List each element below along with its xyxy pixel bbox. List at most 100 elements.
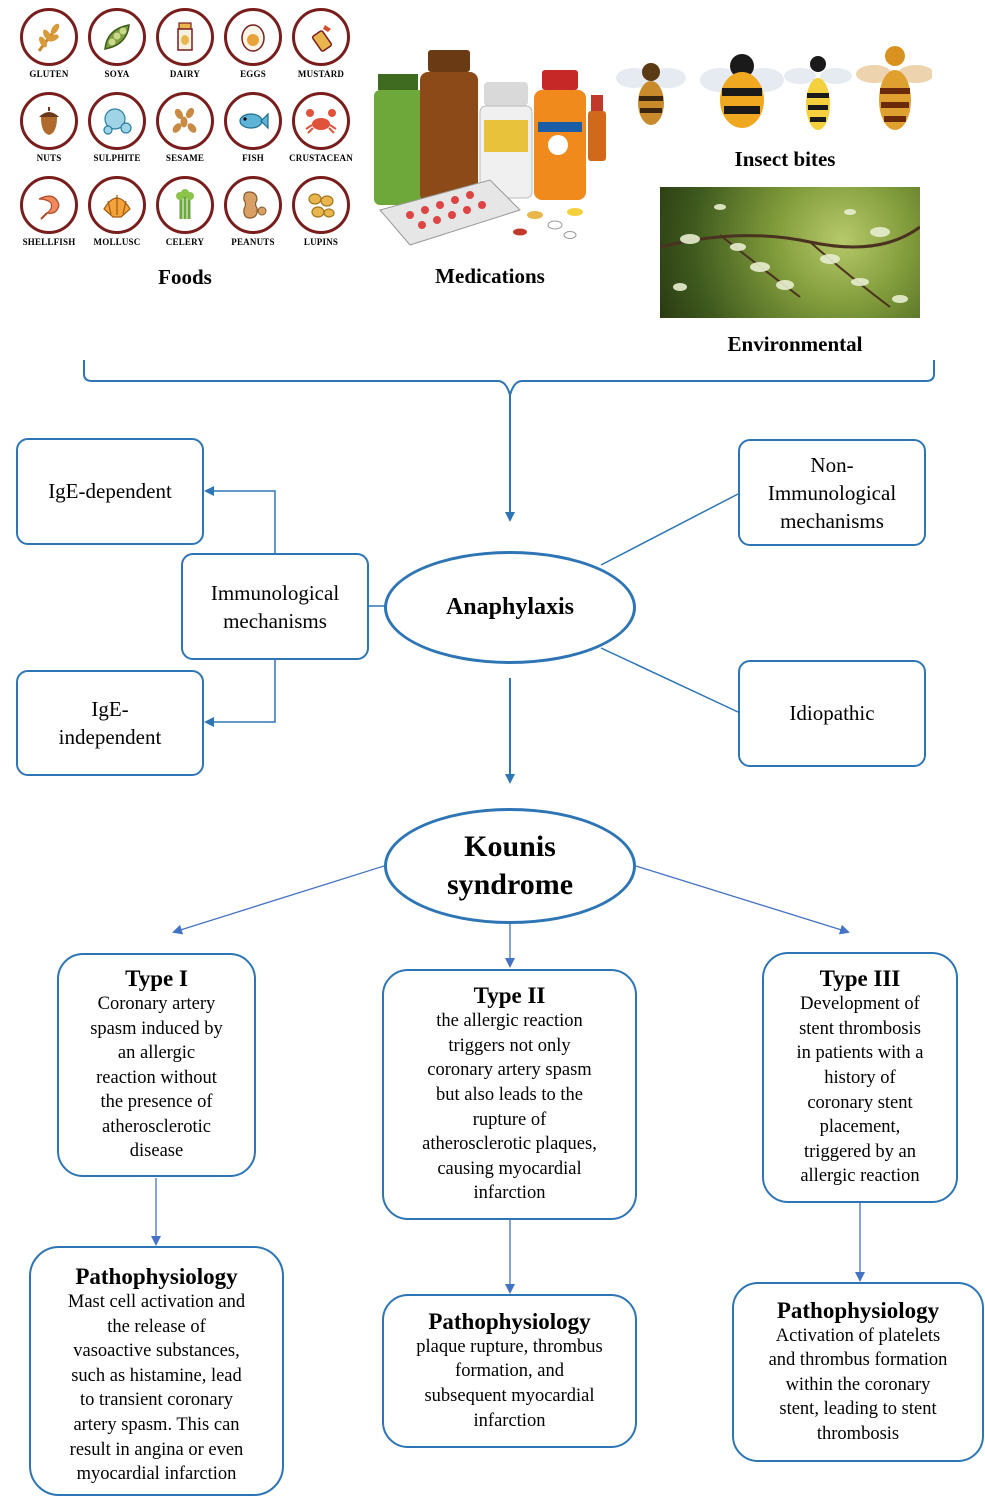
type-2-line: atherosclerotic plaques, bbox=[422, 1134, 597, 1155]
type-1-line: the presence of bbox=[100, 1092, 213, 1113]
non-immunological-box: Non- Immunological mechanisms bbox=[738, 439, 926, 546]
type-1-box: Type I Coronary artery spasm induced by … bbox=[57, 953, 256, 1177]
ige-independent-line-2: independent bbox=[58, 725, 162, 749]
food-label: PEANUTS bbox=[231, 237, 275, 247]
medications-illustration bbox=[370, 40, 610, 255]
pathophysiology-2-line: formation, and bbox=[455, 1361, 564, 1382]
sulphite-molecule-icon bbox=[88, 92, 146, 150]
insects-illustration bbox=[612, 38, 934, 143]
type-3-title: Type III bbox=[819, 966, 901, 992]
anaphylaxis-oval: Anaphylaxis bbox=[384, 551, 636, 664]
food-item-fish: FISH bbox=[220, 92, 286, 163]
pathophysiology-2-line: subsequent myocardial bbox=[424, 1386, 595, 1406]
food-label: SHELLFISH bbox=[22, 237, 76, 247]
food-item-eggs: EGGS bbox=[220, 8, 286, 79]
type-2-line: triggers not only bbox=[448, 1035, 571, 1056]
type-3-line: history of bbox=[824, 1067, 896, 1088]
type-2-line: the allergic reaction bbox=[436, 1011, 583, 1032]
food-label: MUSTARD bbox=[297, 69, 345, 79]
type-2-box: Type II the allergic reaction triggers n… bbox=[382, 969, 637, 1220]
ige-independent-box: IgE- independent bbox=[16, 670, 204, 776]
type-1-line: disease bbox=[129, 1141, 184, 1162]
pathophysiology-1-box: Pathophysiology Mast cell activation and… bbox=[29, 1246, 284, 1496]
medications-caption: Medications bbox=[435, 264, 545, 288]
food-item-dairy: DAIRY bbox=[152, 8, 218, 79]
type-3-box: Type III Development of stent thrombosis… bbox=[762, 952, 958, 1203]
non-immunological-line-2: Immunological bbox=[767, 480, 897, 505]
scallop-shell-icon bbox=[88, 176, 146, 234]
food-item-mustard: MUSTARD bbox=[288, 8, 354, 79]
food-label: GLUTEN bbox=[29, 69, 69, 79]
foods-caption: Foods bbox=[158, 265, 212, 289]
pathophysiology-3-box: Pathophysiology Activation of platelets … bbox=[732, 1282, 984, 1462]
food-label: EGGS bbox=[240, 69, 266, 79]
type-1-line: reaction without bbox=[96, 1067, 217, 1088]
food-item-gluten: GLUTEN bbox=[16, 8, 82, 79]
food-item-mollusc: MOLLUSC bbox=[84, 176, 150, 247]
pathophysiology-2-box: Pathophysiology plaque rupture, thrombus… bbox=[382, 1294, 637, 1448]
pathophysiology-1-line: vasoactive substances, bbox=[73, 1341, 240, 1362]
type-2-line: but also leads to the bbox=[436, 1084, 583, 1105]
type-3-line: placement, bbox=[819, 1117, 901, 1138]
wheat-icon bbox=[20, 8, 78, 66]
milk-bottle-icon bbox=[156, 8, 214, 66]
fish-icon bbox=[224, 92, 282, 150]
type-3-line: coronary stent bbox=[807, 1092, 913, 1113]
foods-panel: GLUTEN SOYA DAIRY EGGS MUSTARD NUTS bbox=[10, 6, 360, 256]
pathophysiology-1-line: Mast cell activation and bbox=[67, 1292, 246, 1312]
food-item-lupins: LUPINS bbox=[288, 176, 354, 247]
food-label: SOYA bbox=[104, 69, 130, 79]
food-label: SESAME bbox=[165, 153, 205, 163]
pathophysiology-1-line: such as histamine, lead bbox=[71, 1365, 242, 1386]
sesame-seeds-icon bbox=[156, 92, 214, 150]
type-2-title: Type II bbox=[473, 983, 546, 1009]
ige-dependent-label: IgE-dependent bbox=[48, 479, 172, 504]
non-immunological-line-1: Non- bbox=[810, 452, 854, 477]
food-label: DAIRY bbox=[169, 69, 201, 79]
pathophysiology-1-line: myocardial infarction bbox=[76, 1464, 237, 1485]
arrow-to-ige-independent bbox=[204, 660, 276, 727]
food-label: LUPINS bbox=[303, 237, 339, 247]
anaphylaxis-label: Anaphylaxis bbox=[445, 594, 575, 620]
type-2-line: causing myocardial bbox=[437, 1158, 582, 1179]
type-3-line: stent thrombosis bbox=[799, 1018, 921, 1039]
shrimp-icon bbox=[20, 176, 78, 234]
soy-pod-icon bbox=[88, 8, 146, 66]
pathophysiology-2-title: Pathophysiology bbox=[428, 1308, 591, 1334]
ige-independent-line-1: IgE- bbox=[91, 697, 129, 721]
kounis-syndrome-oval: Kounis syndrome bbox=[384, 808, 636, 924]
pathophysiology-3-line: within the coronary bbox=[785, 1374, 931, 1395]
food-label: CELERY bbox=[165, 237, 205, 247]
pathophysiology-3-line: Activation of platelets bbox=[775, 1325, 941, 1346]
trigger-bracket bbox=[83, 360, 935, 399]
food-item-nuts: NUTS bbox=[16, 92, 82, 163]
environmental-caption: Environmental bbox=[727, 332, 863, 356]
food-label: MOLLUSC bbox=[93, 237, 141, 247]
arrow-to-ige-dependent bbox=[204, 486, 276, 553]
egg-icon bbox=[224, 8, 282, 66]
immunological-mechanisms-box: Immunological mechanisms bbox=[181, 553, 369, 660]
insects-caption: Insect bites bbox=[734, 147, 836, 171]
food-item-sulphite: SULPHITE bbox=[84, 92, 150, 163]
lupin-beans-icon bbox=[292, 176, 350, 234]
acorn-icon bbox=[20, 92, 78, 150]
type-3-line: Development of bbox=[800, 994, 920, 1015]
pathophysiology-1-line: the release of bbox=[107, 1316, 206, 1337]
food-item-sesame: SESAME bbox=[152, 92, 218, 163]
food-item-crustacean: CRUSTACEAN bbox=[288, 92, 354, 163]
type-1-line: Coronary artery bbox=[97, 993, 216, 1014]
type-3-line: triggered by an bbox=[804, 1141, 916, 1162]
type-2-line: rupture of bbox=[472, 1109, 547, 1130]
type-1-line: atherosclerotic bbox=[102, 1116, 211, 1137]
pathophysiology-1-line: result in angina or even bbox=[69, 1439, 244, 1460]
crab-icon bbox=[292, 92, 350, 150]
type-2-line: infarction bbox=[473, 1183, 546, 1204]
type-3-line: in patients with a bbox=[796, 1043, 924, 1064]
pathophysiology-3-title: Pathophysiology bbox=[776, 1297, 940, 1323]
food-item-shellfish: SHELLFISH bbox=[16, 176, 82, 247]
food-item-celery: CELERY bbox=[152, 176, 218, 247]
kounis-line-1: Kounis bbox=[464, 830, 556, 863]
arrow-to-type-1 bbox=[172, 865, 385, 935]
immunological-mechanisms-label: Immunological mechanisms bbox=[210, 580, 340, 633]
food-label: FISH bbox=[242, 153, 264, 163]
